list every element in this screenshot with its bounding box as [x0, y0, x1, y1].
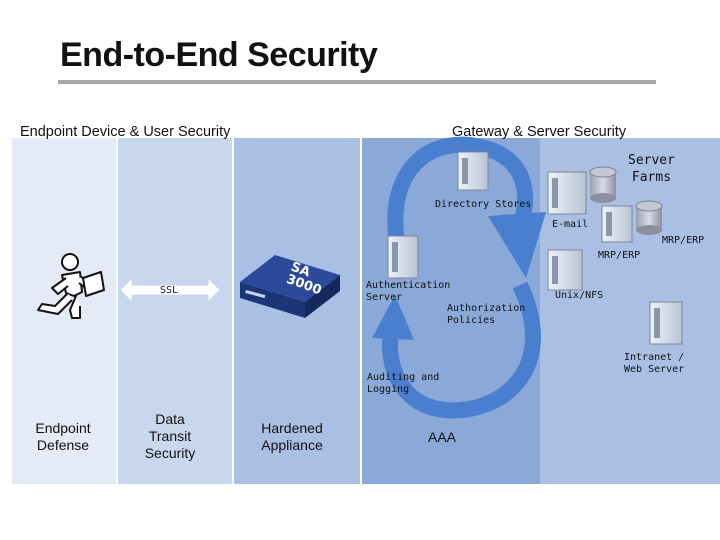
intranet-web-server-label: Intranet / Web Server: [624, 352, 685, 375]
section-heading-endpoint: Endpoint Device & User Security: [20, 124, 231, 140]
cycle-arrow-top: [387, 136, 533, 250]
server-icon-farms-2: [547, 171, 587, 215]
band-data-transit: [118, 138, 232, 484]
server-icon-auth: [387, 235, 419, 279]
band-endpoint-defense: [12, 138, 116, 484]
ssl-label: SSL: [160, 285, 179, 296]
column-label-aaa: AAA: [427, 429, 456, 445]
ssl-arrow: [119, 276, 221, 304]
walking-user-icon: [37, 253, 105, 319]
server-icon-unix: [547, 249, 583, 291]
sa-3000-appliance-icon: [240, 255, 340, 318]
section-heading-gateway: Gateway & Server Security: [452, 124, 627, 140]
server-icon-email: [601, 205, 633, 243]
email-label: E-mail: [552, 219, 589, 230]
mrp-erp-label-2: MRP/ERP: [598, 250, 641, 261]
directory-stores-label: Directory Stores: [435, 199, 532, 210]
cycle-arrow-bottom: [382, 281, 541, 419]
column-label-hardened-appliance: Hardened Appliance: [261, 420, 323, 453]
mrp-erp-label-1: MRP/ERP: [662, 235, 705, 246]
unix-nfs-label: Unix/NFS: [555, 290, 604, 301]
column-label-endpoint-defense: Endpoint Defense: [35, 420, 91, 453]
authentication-server-label: Authentication Server: [366, 280, 451, 303]
title-underline: [58, 80, 656, 84]
server-icon-intranet: [649, 301, 683, 345]
authorization-policies-label: Authorization Policies: [447, 303, 526, 326]
server-farms-label: Server Farms: [628, 153, 675, 185]
page-title: End-to-End Security: [60, 36, 378, 74]
cycle-arrow-top-head: [488, 212, 546, 278]
database-icon-farms: [589, 166, 617, 203]
server-icon-farms-1: [457, 151, 489, 191]
column-label-data-transit: Data Transit Security: [144, 411, 196, 461]
database-icon-email: [635, 200, 663, 235]
aaa-cycle-arrows: [372, 136, 546, 419]
cycle-arrow-bottom-head: [372, 295, 414, 340]
auditing-logging-label: Auditing and Logging: [367, 372, 440, 395]
